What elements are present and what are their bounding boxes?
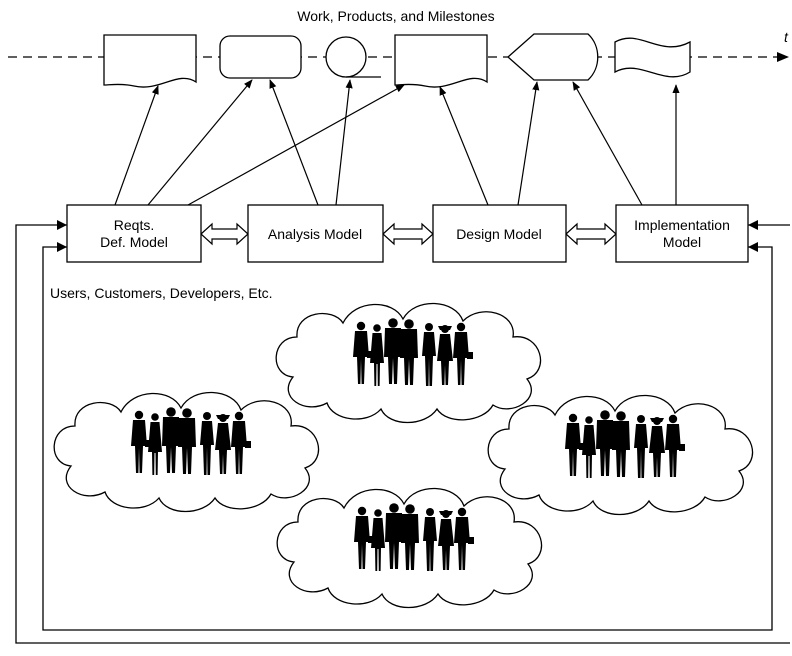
design-implementation-link-arrow [565, 222, 617, 246]
outer-loop-right-arrowhead [748, 220, 758, 230]
implementation-model-box [615, 204, 749, 263]
reqts-model-label-line2: Def. Model [100, 234, 168, 250]
milestone-punched-tape-icon [614, 37, 691, 78]
trace-arrow [572, 81, 643, 206]
stakeholders-label: Users, Customers, Developers, Etc. [50, 285, 273, 301]
trace-arrow [269, 79, 319, 206]
trace-arrow [439, 86, 489, 206]
time-axis-arrowhead [777, 52, 789, 62]
reqts-model-label-line1: Reqts. [114, 217, 154, 233]
inner-feedback-loop [42, 246, 773, 631]
stakeholder-group-top [275, 302, 542, 424]
stakeholder-group-bottom [276, 487, 543, 609]
analysis-model-label: Analysis Model [268, 226, 362, 242]
implementation-model-label-line2: Model [663, 234, 701, 250]
implementation-model-label-line1: Implementation [634, 217, 730, 233]
stakeholder-group-left [53, 391, 320, 513]
milestone-document-2-icon [394, 34, 488, 88]
design-model-box [432, 204, 567, 263]
design-model-label: Design Model [456, 226, 542, 242]
outer-feedback-loop [15, 224, 790, 644]
time-axis-label: t [784, 29, 789, 45]
diagram-title: Work, Products, and Milestones [297, 8, 494, 24]
milestone-display-icon [507, 33, 599, 81]
milestone-storage-icon [325, 36, 381, 78]
trace-arrow [114, 85, 159, 206]
inner-loop-arrowhead [57, 242, 67, 252]
trace-arrow [187, 84, 405, 206]
outer-loop-arrowhead [57, 220, 67, 230]
milestone-process-icon [219, 35, 302, 79]
stakeholder-group-right [487, 394, 754, 516]
analysis-design-link-arrow [382, 222, 434, 246]
milestone-document-icon [103, 34, 197, 88]
trace-arrow [517, 81, 540, 206]
reqts-analysis-link-arrow [200, 222, 249, 246]
trace-arrow [335, 79, 353, 206]
reqts-def-model-box [66, 204, 202, 263]
inner-loop-right-arrowhead [748, 242, 758, 252]
analysis-model-box [247, 204, 384, 263]
trace-arrow [147, 79, 253, 206]
